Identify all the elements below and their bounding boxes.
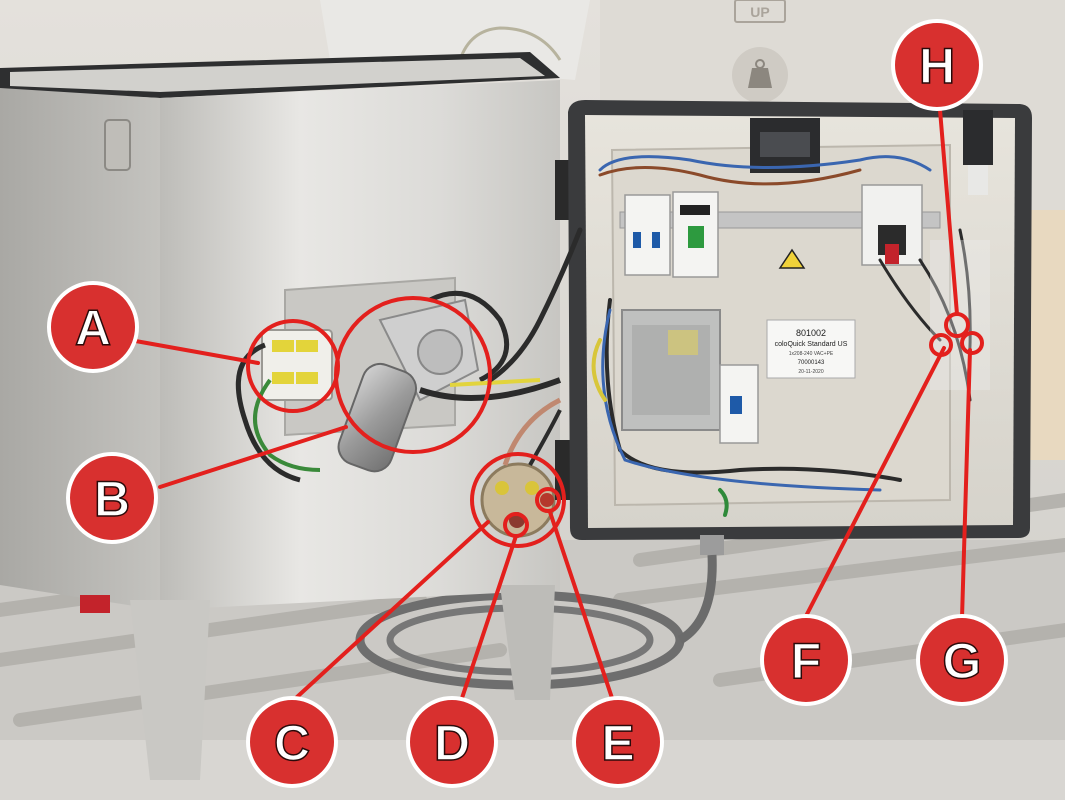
callout-g-badge	[916, 614, 1008, 706]
panel-label-line2: coloQuick Standard US	[775, 341, 848, 348]
callout-e-label: E	[601, 715, 634, 771]
leader-line-g	[960, 348, 972, 620]
leader-line-a	[128, 338, 260, 365]
leader-line-h	[938, 108, 959, 316]
callout-b-label: B	[94, 471, 130, 527]
highlight-ring-d	[503, 512, 529, 538]
panel-label-line3: 1x208-240 VAC+PE	[789, 351, 834, 357]
leader-line-b	[158, 425, 348, 489]
panel-label-line1: 801002	[796, 328, 826, 338]
callout-d-label: D	[434, 715, 470, 771]
callout-c-badge	[246, 696, 338, 788]
callout-d-badge	[406, 696, 498, 788]
highlight-ring-b	[334, 296, 492, 454]
callout-e-badge	[572, 696, 664, 788]
box-stamp: UP	[750, 4, 769, 20]
highlight-ring-f	[929, 333, 953, 357]
highlight-ring-g	[960, 331, 984, 355]
panel-label-line5: 20-11-2020	[798, 369, 823, 375]
callout-h-badge	[891, 19, 983, 111]
callout-g-label: G	[943, 633, 982, 689]
panel-label-line4: 70000143	[798, 360, 825, 366]
callout-h-label: H	[919, 38, 955, 94]
leader-line-f	[803, 346, 946, 620]
callout-overlay: A B C D E F G H	[47, 19, 1008, 788]
callout-b-badge	[66, 452, 158, 544]
callout-a-label: A	[75, 300, 111, 356]
leader-line-c	[295, 520, 490, 699]
highlight-ring-cde	[470, 452, 566, 548]
callout-c-label: C	[274, 715, 310, 771]
leader-line-e	[548, 510, 614, 700]
highlight-ring-h	[944, 312, 970, 338]
highlight-ring-e	[535, 487, 561, 513]
callout-f-label: F	[791, 633, 822, 689]
leader-line-d	[460, 534, 518, 700]
callout-f-badge	[760, 614, 852, 706]
callout-a-badge	[47, 281, 139, 373]
